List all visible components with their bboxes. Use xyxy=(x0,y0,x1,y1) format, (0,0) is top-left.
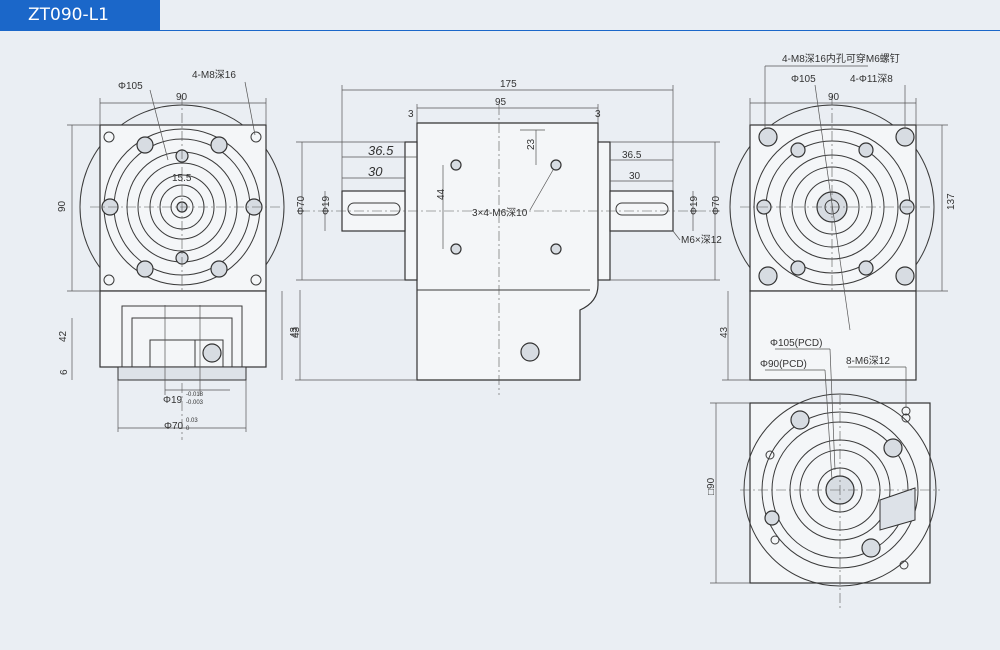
title-rule xyxy=(0,30,1000,31)
bolt-hole xyxy=(210,260,228,278)
tol-pilot-bot: 0 xyxy=(186,426,190,432)
drain-hole xyxy=(520,342,540,362)
dim-d105-left: Φ105 xyxy=(118,81,143,92)
tap-hole xyxy=(550,243,562,255)
dim-right-holes: 4-M8深16内孔可穿M6螺钉 xyxy=(782,52,900,65)
right-lower-body xyxy=(749,290,917,381)
tol-shaft-top: -0.018 xyxy=(186,392,204,398)
dim-inner-left: 15.5 xyxy=(172,173,192,184)
dim-body: 95 xyxy=(495,97,507,108)
dim-through: 4-Φ11深8 xyxy=(850,73,893,85)
dim-pcd105: Φ105(PCD) xyxy=(770,338,822,349)
corner-hole xyxy=(250,131,262,143)
dim-lower-left: 43 xyxy=(289,326,300,338)
dim-step-left: 6 xyxy=(59,369,70,375)
dim-square: □90 xyxy=(706,477,717,495)
dim-shaft-left: Φ19 xyxy=(163,395,183,406)
dim-pcd90: Φ90(PCD) xyxy=(760,359,807,370)
dim-gap-left: 3 xyxy=(408,109,414,120)
center-housing xyxy=(416,122,599,381)
dim-pilot-left: Φ70 xyxy=(164,421,184,432)
left-lower-body xyxy=(99,290,267,368)
dim-23: 23 xyxy=(526,138,537,150)
corner-hole xyxy=(103,131,115,143)
dim-left-30: 30 xyxy=(368,164,383,179)
dim-d70-left: Φ70 xyxy=(296,195,307,215)
corner-hole xyxy=(103,274,115,286)
plug-hole xyxy=(202,343,222,363)
tol-pilot-top: 0.03 xyxy=(186,418,198,424)
right-view xyxy=(722,65,948,381)
dim-tap-bottom: 8-M6深12 xyxy=(846,355,890,367)
dim-44: 44 xyxy=(436,188,447,200)
bolt-hole xyxy=(136,260,154,278)
dim-gap-right: 3 xyxy=(595,109,601,120)
tap-hole xyxy=(450,243,462,255)
dim-d105-right: Φ105 xyxy=(791,74,816,85)
bolt-hole xyxy=(210,136,228,154)
dim-tap-left: 4-M8深16 xyxy=(192,69,236,81)
dim-d70-right: Φ70 xyxy=(711,195,722,215)
corner-hole xyxy=(895,127,915,147)
right-key xyxy=(615,202,669,216)
center-view xyxy=(295,85,720,395)
bolt-hole xyxy=(136,136,154,154)
dim-lower-right: 43 xyxy=(719,326,730,338)
dim-holes: 3×4-M6深10 xyxy=(472,207,528,219)
dim-height-right: 137 xyxy=(946,193,957,210)
corner-hole xyxy=(758,127,778,147)
tol-shaft-bot: -0.003 xyxy=(186,400,204,406)
bottom-view xyxy=(710,348,940,610)
left-key xyxy=(347,202,401,216)
dim-d19-left: Φ19 xyxy=(321,195,332,215)
dim-overall: 175 xyxy=(500,79,517,90)
dim-lower-center: 43 xyxy=(291,326,302,338)
left-view xyxy=(67,81,285,440)
dim-left-36: 36.5 xyxy=(368,143,394,158)
corner-hole xyxy=(758,266,778,286)
dim-thread: M6×深12 xyxy=(681,234,722,246)
dim-width-right: 90 xyxy=(828,92,840,103)
dim-right-36: 36.5 xyxy=(622,150,642,161)
dim-width-left: 90 xyxy=(176,92,188,103)
dim-base-left: 42 xyxy=(58,330,69,342)
dim-height-left: 90 xyxy=(57,200,68,212)
pilot-flange xyxy=(117,366,247,381)
dim-right-30: 30 xyxy=(629,171,641,182)
corner-hole xyxy=(250,274,262,286)
dim-d19-right: Φ19 xyxy=(689,195,700,215)
tap-hole xyxy=(550,159,562,171)
model-title: ZT090-L1 xyxy=(0,0,160,30)
tap-hole xyxy=(450,159,462,171)
corner-hole xyxy=(895,266,915,286)
section-cutaway xyxy=(879,487,916,531)
